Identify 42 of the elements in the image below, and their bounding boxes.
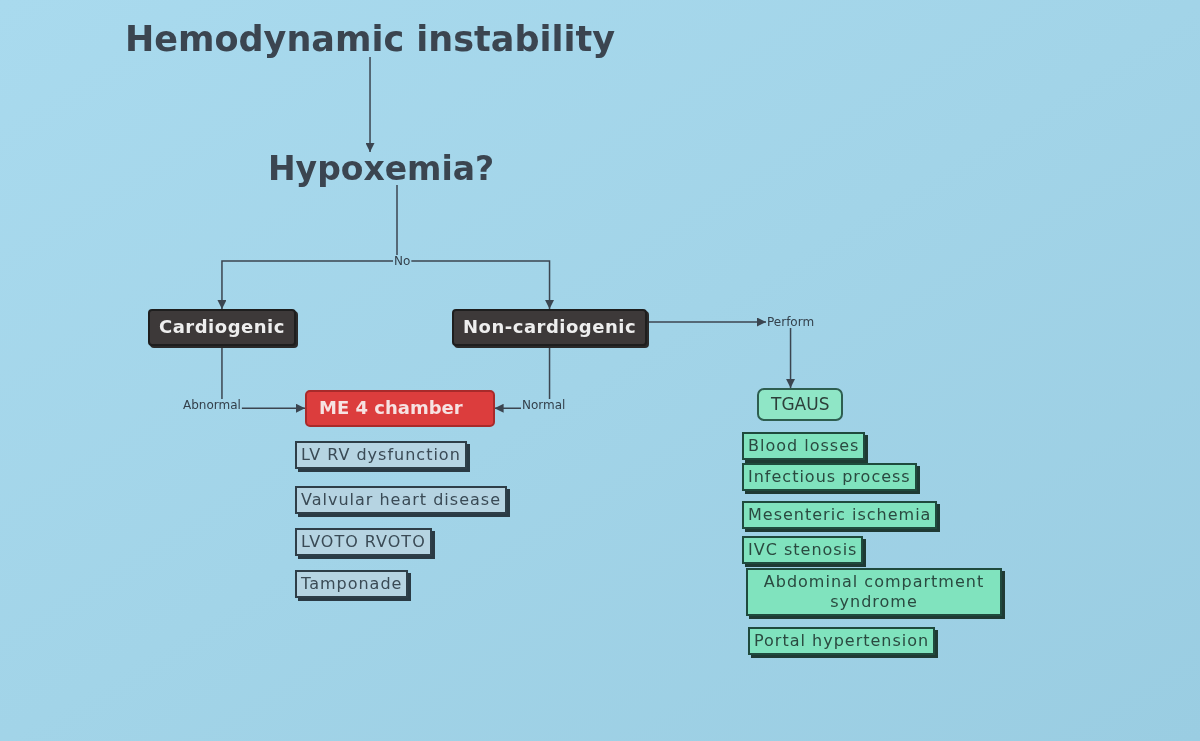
heading-text: Hemodynamic instability (125, 22, 616, 57)
arrow (493, 403, 522, 413)
finding-box (742, 432, 866, 460)
category-box (452, 309, 648, 346)
arrow (786, 327, 796, 389)
category-box (148, 309, 296, 346)
exam-box (757, 388, 844, 422)
question-text: Hypoxemia? (268, 152, 495, 185)
result-label: Abnormal (182, 399, 242, 411)
node-label: Abdominal compartment syndrome (762, 572, 986, 612)
finding-box (742, 463, 917, 491)
finding-box (748, 627, 936, 655)
node-label: Infectious process (748, 467, 911, 487)
finding-box (746, 568, 1002, 616)
node-label: Cardiogenic (159, 316, 285, 339)
finding-box (295, 528, 432, 556)
branch-label: No (393, 255, 412, 267)
node-label: Non-cardiogenic (463, 316, 637, 339)
node-label: Blood losses (748, 436, 860, 456)
finding-box (295, 570, 409, 598)
node-label: LVOTO RVOTO (301, 532, 426, 552)
finding-box (742, 536, 864, 564)
node-label: Valvular heart disease (301, 490, 501, 510)
node-label: ME 4 chamber (319, 397, 463, 420)
node-label: Portal hypertension (754, 631, 930, 651)
node-label: Mesenteric ischemia (748, 505, 932, 525)
finding-box (295, 441, 467, 469)
exam-box (305, 390, 495, 427)
finding-box (295, 486, 507, 514)
node-label: Tamponade (301, 574, 403, 594)
arrow (410, 260, 555, 310)
arrow (241, 403, 306, 413)
arrow (217, 260, 394, 310)
node-label: IVC stenosis (748, 540, 858, 560)
node-label: TGAUS (771, 394, 830, 416)
result-label: Normal (521, 399, 567, 411)
connector-line (396, 184, 398, 256)
node-label: LV RV dysfunction (301, 445, 461, 465)
step-label: Perform (766, 316, 816, 328)
finding-box (742, 501, 938, 529)
arrow (365, 56, 375, 153)
arrow (646, 317, 767, 327)
